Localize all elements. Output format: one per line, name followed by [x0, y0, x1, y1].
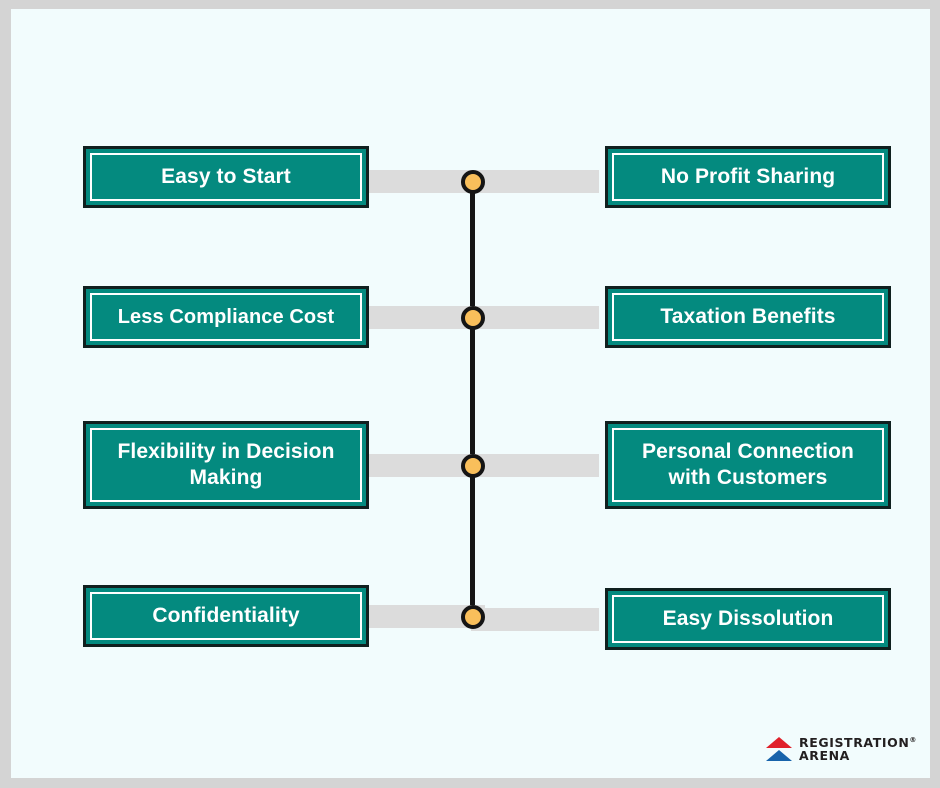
benefit-box-no-profit-sharing[interactable]: No Profit Sharing — [605, 146, 891, 208]
benefit-label: Flexibility in Decision Making — [117, 440, 335, 489]
benefit-box-easy-dissolution[interactable]: Easy Dissolution — [605, 588, 891, 650]
benefit-box-inner: Easy Dissolution — [612, 595, 884, 643]
benefit-box-inner: Less Compliance Cost — [90, 293, 362, 341]
benefit-box-flexibility-in-decision-making[interactable]: Flexibility in Decision Making — [83, 421, 369, 509]
benefit-label: Easy Dissolution — [662, 607, 834, 631]
benefit-box-taxation-benefits[interactable]: Taxation Benefits — [605, 286, 891, 348]
timeline-node-3[interactable] — [461, 454, 485, 478]
chevron-up-red-icon — [765, 736, 792, 748]
connector-left-4 — [363, 605, 485, 628]
benefit-box-inner: Flexibility in Decision Making — [90, 428, 362, 502]
logo-line-2: ARENA — [798, 747, 850, 763]
connector-right-4 — [471, 608, 599, 631]
benefit-box-easy-to-start[interactable]: Easy to Start — [83, 146, 369, 208]
logo-line-1-text: REGISTRATION — [798, 734, 910, 750]
benefit-box-confidentiality[interactable]: Confidentiality — [83, 585, 369, 647]
logo-line-1: REGISTRATION® — [799, 736, 917, 749]
logo-wordmark: REGISTRATION® ARENA — [799, 736, 917, 762]
benefit-label: Less Compliance Cost — [117, 305, 335, 328]
connector-left-3 — [363, 454, 485, 477]
benefit-box-personal-connection-with-customers[interactable]: Personal Connection with Customers — [605, 421, 891, 509]
timeline-spine — [470, 171, 475, 619]
benefit-box-inner: Taxation Benefits — [612, 293, 884, 341]
benefit-box-less-compliance-cost[interactable]: Less Compliance Cost — [83, 286, 369, 348]
benefit-box-inner: Confidentiality — [90, 592, 362, 640]
benefit-label: Easy to Start — [161, 165, 291, 189]
connector-right-3 — [471, 454, 599, 477]
benefit-label: No Profit Sharing — [660, 165, 836, 189]
timeline-node-4[interactable] — [461, 605, 485, 629]
registered-trademark-icon: ® — [909, 735, 917, 744]
diagram-canvas: Easy to Start No Profit Sharing Less Com… — [11, 9, 930, 778]
benefit-box-inner: Easy to Start — [90, 153, 362, 201]
timeline-node-2[interactable] — [461, 306, 485, 330]
benefit-label: Taxation Benefits — [660, 305, 836, 329]
chevron-mark-icon — [765, 736, 792, 761]
benefit-box-inner: No Profit Sharing — [612, 153, 884, 201]
registration-arena-logo: REGISTRATION® ARENA — [765, 736, 917, 762]
benefit-label: Confidentiality — [152, 604, 300, 628]
chevron-up-blue-icon — [765, 749, 792, 761]
benefit-label: Personal Connection with Customers — [642, 440, 854, 489]
benefit-box-inner: Personal Connection with Customers — [612, 428, 884, 502]
connector-left-1 — [363, 170, 485, 193]
connector-right-1 — [471, 170, 599, 193]
timeline-node-1[interactable] — [461, 170, 485, 194]
connector-left-2 — [363, 306, 485, 329]
connector-right-2 — [471, 306, 599, 329]
